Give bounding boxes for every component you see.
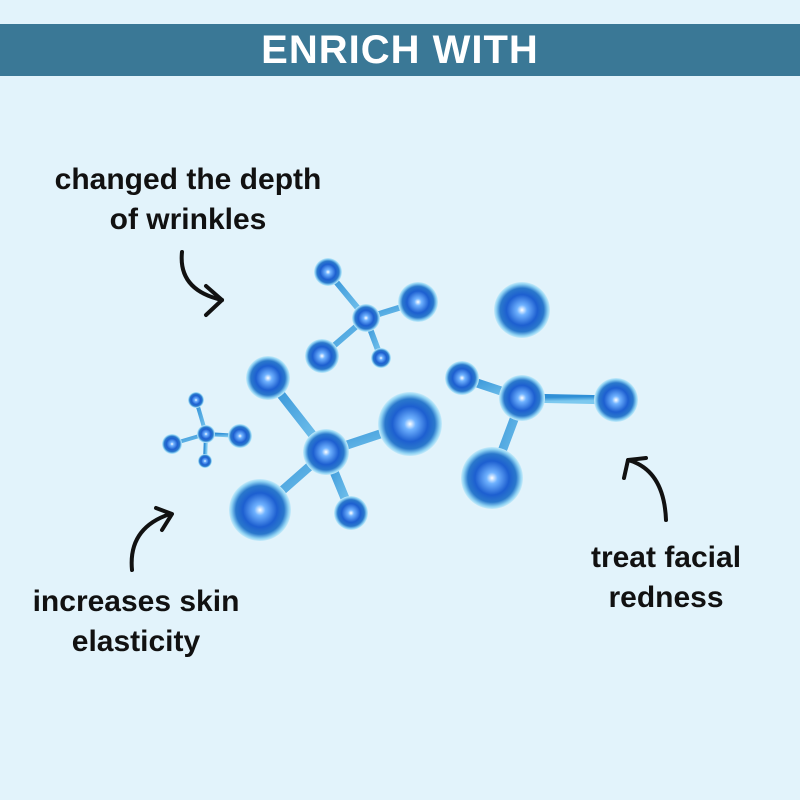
molecule-icon — [305, 258, 438, 373]
page-title: ENRICH WITH — [261, 27, 539, 72]
caption-elasticity: increases skin elasticity — [32, 585, 240, 658]
molecule-icon — [445, 282, 638, 509]
curved-arrow-icon — [129, 506, 174, 572]
curved-arrow-icon — [622, 456, 668, 522]
header-banner: ENRICH WITH — [0, 24, 800, 76]
caption-redness: treat facial redness — [590, 541, 742, 614]
caption-wrinkles: changed the depth of wrinkles — [54, 163, 322, 236]
curved-arrow-icon — [179, 250, 224, 317]
molecule-icon — [162, 392, 252, 468]
molecule-icon — [229, 356, 442, 541]
